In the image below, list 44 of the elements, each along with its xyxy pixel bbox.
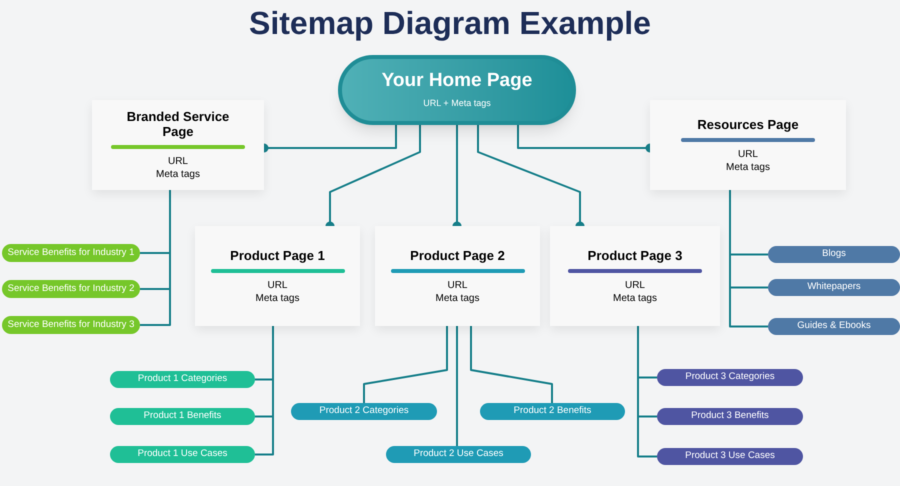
page-details: URL [738,148,758,160]
page-details: URL [267,278,288,292]
page-title: Product Page 2 [409,248,506,262]
subpage-pill: Product 2 Benefits [480,403,625,420]
subpage-pill: Service Benefits for Industry 2 [2,280,140,298]
page-details: Meta tags [156,168,200,181]
connector-line [456,326,458,446]
page-details: Meta tags [256,292,300,304]
page-details: URL [447,278,468,292]
connector-line [729,190,768,328]
subpage-pill: Product 2 Categories [291,403,437,420]
subpage-pill: Service Benefits for Industry 1 [2,244,140,262]
page-card [375,226,540,326]
page-title: Your Home Page [382,69,532,94]
subpage-pill: Guides & Ebooks [768,318,900,335]
connector-line [470,326,553,403]
page-details: Meta tags [613,292,657,304]
page-details: URL + Meta tags [423,97,491,110]
page-details: Meta tags [726,160,770,174]
page-title: Branded Service Page [126,109,230,139]
subpage-pill: Product 1 Use Cases [110,446,255,463]
subpage-pill: Product 3 Categories [657,369,803,386]
page-card [195,226,360,326]
subpage-pill: Product 1 Categories [110,371,255,388]
page-details: Meta tags [436,292,480,304]
page-card [650,100,846,190]
subpage-pill: Blogs [768,246,900,263]
page-card [550,226,720,326]
page-title: Product Page 1 [229,248,326,262]
connector-line [140,190,171,326]
page-title: Resources Page [696,116,800,132]
connector-line [363,326,448,403]
subpage-pill: Service Benefits for Industry 3 [2,316,140,334]
subpage-pill: Product 1 Benefits [110,408,255,425]
connector-line [255,326,274,456]
page-card [92,100,264,190]
page-title: Product Page 3 [586,248,684,262]
subpage-pill: Product 3 Benefits [657,408,803,425]
subpage-pill: Whitepapers [768,279,900,296]
title: Sitemap Diagram Example [248,4,652,42]
subpage-pill: Product 2 Use Cases [386,446,531,463]
page-details: URL [168,155,188,168]
page-details: URL [624,278,645,292]
subpage-pill: Product 3 Use Cases [657,448,803,465]
